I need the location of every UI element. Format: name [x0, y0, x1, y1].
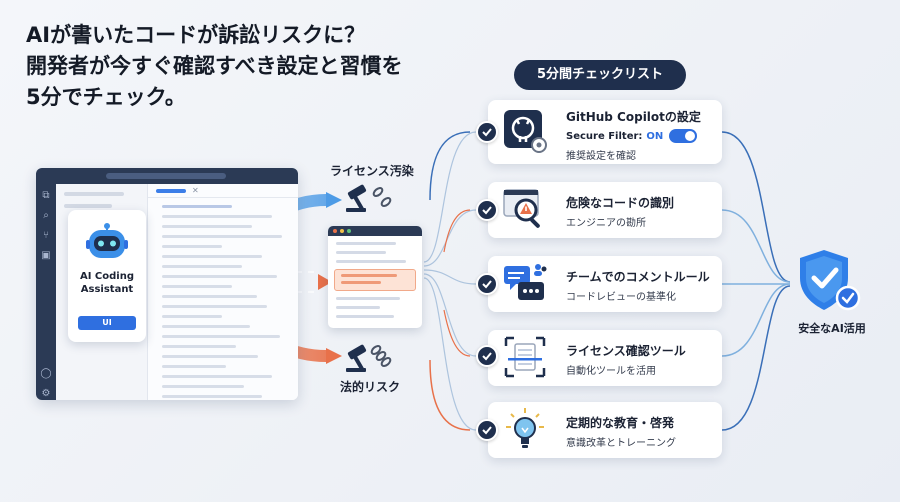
card-subtitle: エンジニアの勘所 — [566, 218, 646, 229]
result-label: 安全なAI活用 — [798, 322, 866, 335]
card-title: 危険なコードの識別 — [566, 196, 675, 210]
document-scan-icon — [504, 336, 546, 378]
flow-orange-mid-arrow — [318, 274, 332, 290]
checklist-item-comment-rules: チームでのコメントルール コードレビューの基準化 — [488, 256, 722, 312]
close-icon[interactable]: ✕ — [192, 186, 199, 195]
secure-filter-toggle[interactable] — [669, 129, 698, 143]
branch-icon[interactable]: ⑂ — [43, 230, 49, 241]
checklist-item-danger: 危険なコードの識別 エンジニアの勘所 — [488, 182, 722, 238]
gavel-and-chain-icon — [346, 344, 392, 372]
gear-icon[interactable]: ⚙ — [41, 388, 51, 399]
generated-code-window — [328, 226, 422, 328]
editor-code-area: ✕ — [148, 184, 298, 400]
check-icon — [476, 419, 498, 441]
headline: AIが書いたコードが訴訟リスクに？ 開発者が今すぐ確認すべき設定と習慣を 5分で… — [26, 20, 466, 113]
risk-label-license: ライセンス汚染 — [330, 164, 414, 178]
chat-bubbles-team-icon — [504, 264, 547, 300]
lightbulb-icon — [506, 408, 544, 448]
account-icon[interactable]: ◯ — [40, 368, 52, 379]
search-icon[interactable]: ⌕ — [43, 210, 49, 221]
editor-tab[interactable]: ✕ — [148, 184, 298, 198]
editor-titlebar — [36, 168, 298, 184]
check-icon — [476, 273, 498, 295]
card-subtitle: 意識改革とトレーニング — [566, 438, 676, 449]
card-title: 定期的な教育・啓発 — [566, 416, 675, 430]
toggle-state: ON — [646, 130, 664, 142]
assistant-name-line-1: AI Coding — [79, 271, 134, 282]
checklist-item-education: 定期的な教育・啓発 意識改革とトレーニング — [488, 402, 722, 458]
headline-line-3: 5分でチェック。 — [26, 85, 186, 109]
assistant-name: AI Coding Assistant — [68, 270, 146, 296]
secure-filter-row: Secure Filter: ON — [566, 129, 698, 143]
card-subtitle: 推奨設定を確認 — [566, 151, 636, 162]
github-octocat-gear-icon — [504, 110, 547, 153]
headline-line-1: AIが書いたコードが訴訟リスクに？ — [26, 23, 366, 47]
shield-check-icon — [800, 250, 861, 311]
toggle-label: Secure Filter: — [566, 130, 643, 142]
flow-orange-down-arrow — [326, 348, 342, 364]
risky-code-highlight — [334, 269, 416, 291]
robot-icon — [86, 223, 128, 258]
files-icon[interactable]: ⧉ — [42, 190, 50, 201]
ai-coding-assistant-card: AI Coding Assistant UI — [68, 210, 146, 342]
check-icon — [476, 345, 498, 367]
editor-activity-bar: ⧉ ⌕ ⑂ ▣ ◯ ⚙ — [36, 184, 56, 400]
assistant-name-line-2: Assistant — [80, 284, 134, 295]
ui-button[interactable]: UI — [78, 316, 136, 330]
check-icon — [476, 199, 498, 221]
flow-blue-up-arrow — [326, 192, 342, 208]
headline-line-2: 開発者が今すぐ確認すべき設定と習慣を — [26, 54, 403, 78]
card-title: ライセンス確認ツール — [566, 344, 686, 358]
checklist-title: 5分間チェックリスト — [514, 60, 686, 90]
extensions-icon[interactable]: ▣ — [41, 250, 51, 261]
gavel-and-broken-chain-icon — [346, 184, 392, 212]
checklist-item-copilot: GitHub Copilotの設定 Secure Filter: ON 推奨設定… — [488, 100, 722, 164]
warning-magnifier-icon — [503, 189, 540, 228]
card-title: GitHub Copilotの設定 — [566, 110, 701, 124]
check-icon — [476, 121, 498, 143]
card-title: チームでのコメントルール — [566, 270, 710, 284]
card-subtitle: 自動化ツールを活用 — [566, 366, 656, 377]
card-subtitle: コードレビューの基準化 — [566, 292, 676, 303]
risk-label-legal: 法的リスク — [340, 380, 401, 394]
checklist-item-license-tools: ライセンス確認ツール 自動化ツールを活用 — [488, 330, 722, 386]
